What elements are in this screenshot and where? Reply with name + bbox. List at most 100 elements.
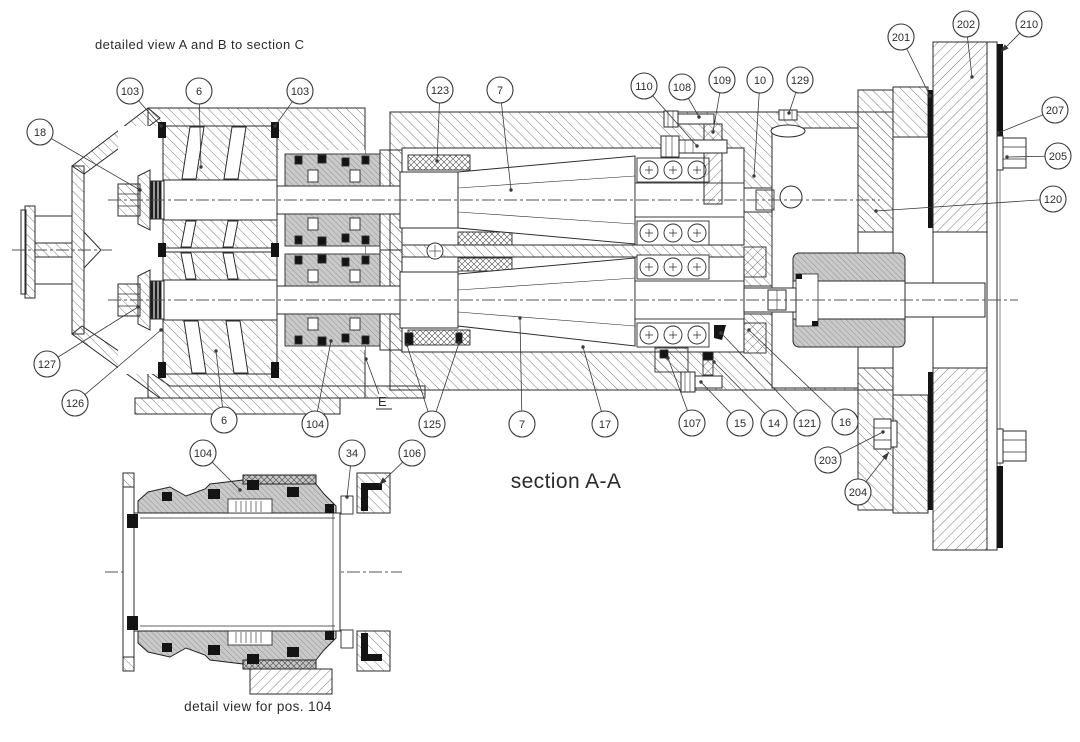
balloon-18: 18 (26, 118, 54, 146)
balloon-number: 7 (519, 419, 525, 431)
balloon-number: 103 (121, 86, 139, 98)
leader-dot-103 (159, 124, 163, 128)
balloon-circle (814, 446, 842, 474)
balloon-circle (726, 409, 754, 437)
leader-dot-34 (345, 495, 349, 499)
balloon-210: 210 (1015, 10, 1043, 38)
balloon-106: 106 (398, 439, 426, 467)
balloon-number: 110 (635, 81, 653, 93)
balloon-number: 104 (194, 448, 212, 460)
leader-line-126 (84, 329, 162, 395)
inlet-nozzle (20, 205, 73, 299)
detail-note-label: detailed view A and B to section C (95, 37, 304, 52)
leader-dot-109 (711, 130, 715, 134)
leader-line-6 (198, 103, 202, 168)
leader-line-202 (967, 36, 973, 78)
balloon-number: 121 (798, 418, 816, 430)
balloon-number: 16 (839, 417, 851, 429)
balloon-number: 120 (1044, 194, 1062, 206)
balloon-7: 7 (486, 76, 514, 104)
detail-seal-bottom (137, 630, 337, 670)
clamp-ring-34-mirror (340, 629, 354, 649)
balloon-number: 123 (431, 85, 449, 97)
balloon-number: 201 (892, 32, 910, 44)
balloon-16: 16 (831, 408, 859, 436)
balloon-127: 127 (33, 350, 61, 378)
balloon-number: 203 (819, 455, 837, 467)
leader-dot-6 (214, 349, 218, 353)
bearing-stack-top (634, 157, 745, 246)
balloon-number: 108 (673, 82, 691, 94)
balloon-129: 129 (786, 66, 814, 94)
balloon-number: 10 (754, 75, 766, 87)
balloon-circle (1039, 185, 1067, 213)
leader-dot-126 (159, 328, 163, 332)
leader-line-104 (317, 340, 332, 412)
leader-dot-107 (666, 356, 670, 360)
flange-gasket-left (928, 90, 933, 510)
leader-dot-125 (405, 343, 409, 347)
extra-leader-dot-0 (457, 341, 461, 345)
leader-dot-207 (996, 131, 1000, 135)
leader-line-207 (997, 114, 1044, 134)
leader-line-203 (839, 431, 884, 455)
balloon-circle (508, 410, 536, 438)
balloon-6: 6 (185, 77, 213, 105)
leader-arrow-210 (1001, 44, 1009, 52)
balloon-number: 15 (734, 418, 746, 430)
balloon-circle (61, 389, 89, 417)
leader-arrow-204 (881, 452, 889, 461)
leader-dot-104 (329, 339, 333, 343)
leader-dot-127 (136, 305, 140, 309)
leader-dot-18 (138, 188, 142, 192)
housing-foot (134, 397, 341, 415)
balloon-number: 106 (403, 448, 421, 460)
balloon-number: 207 (1046, 105, 1064, 117)
balloon-104: 104 (189, 439, 217, 467)
leader-dot-129 (787, 111, 791, 115)
leader-line-104 (211, 461, 241, 491)
leader-dot-10 (752, 174, 756, 178)
leader-dot-120 (874, 209, 878, 213)
balloon-204: 204 (844, 478, 872, 506)
drain-bolt (680, 371, 723, 393)
balloon-number: 18 (34, 127, 46, 139)
balloon-number: 109 (713, 75, 731, 87)
leader-line-15 (700, 381, 732, 414)
leader-line-17 (582, 346, 602, 412)
leader-dot-110 (695, 144, 699, 148)
taper-shaft-bottom (457, 257, 636, 347)
balloon-circle (793, 409, 821, 437)
extra-leader-1 (365, 358, 380, 395)
balloon-15: 15 (726, 409, 754, 437)
balloon-circle (338, 439, 366, 467)
balloon-number: 7 (497, 85, 503, 97)
balloon-number: 210 (1020, 19, 1038, 31)
leader-lines-layer (51, 32, 1046, 499)
balloon-circle (185, 77, 213, 105)
extra-leader-dot-1 (364, 357, 368, 361)
leader-line-18 (51, 138, 141, 191)
balloon-number: 125 (423, 419, 441, 431)
balloon-number: 127 (38, 359, 56, 371)
balloon-number: 6 (196, 86, 202, 98)
bearing-stack-bottom (634, 254, 745, 348)
leader-dot-6 (199, 165, 203, 169)
flange-gasket-right (997, 44, 1003, 548)
balloon-number: 103 (291, 86, 309, 98)
detail-seal-top (137, 474, 337, 514)
leader-line-103 (138, 100, 162, 127)
leader-line-109 (712, 92, 721, 133)
balloon-circle (668, 73, 696, 101)
balloon-103: 103 (286, 77, 314, 105)
balloon-circle (1041, 96, 1069, 124)
balloon-number: 205 (1049, 151, 1067, 163)
balloon-circle (301, 410, 329, 438)
datum-e: E (376, 394, 392, 410)
leader-dot-121 (719, 331, 723, 335)
seal-gland-plates (379, 149, 403, 351)
leader-line-201 (906, 48, 931, 97)
